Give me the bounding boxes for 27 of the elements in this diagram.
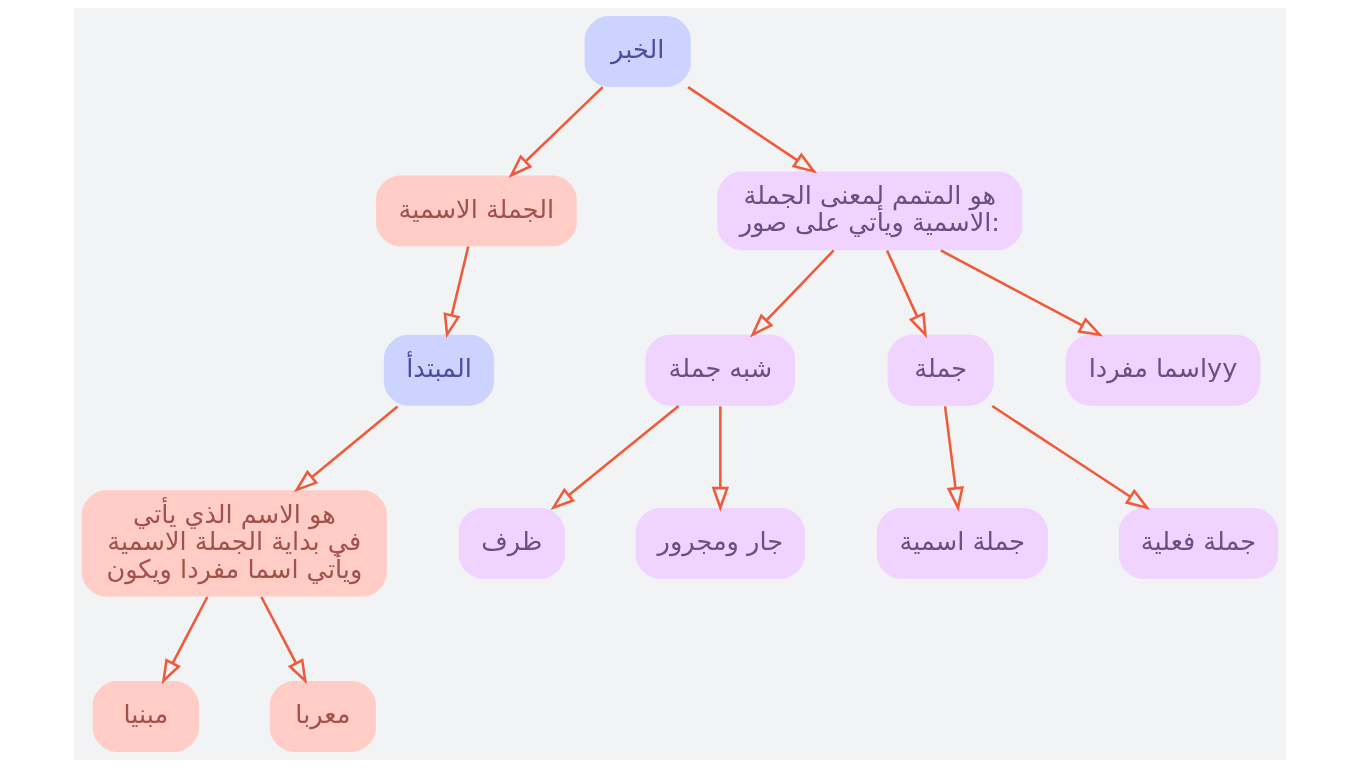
arrow	[687, 86, 818, 174]
arrow	[161, 596, 209, 685]
arrow	[550, 405, 680, 511]
arrow	[443, 246, 470, 339]
arrow	[508, 86, 604, 178]
arrow	[260, 596, 307, 685]
node-box: الخبر	[584, 16, 691, 87]
arrow	[943, 406, 964, 512]
node-box: اسما مفرداyy	[1065, 334, 1261, 406]
arrow	[293, 405, 399, 493]
node-box: هو الاسم الذي يأتي في بداية الجملة الاسمية ويأتي اسما مفردا ويكون	[81, 490, 387, 597]
node-box: المبتدأ	[383, 334, 495, 406]
node-box: مبنيا	[92, 681, 199, 752]
arrow	[991, 404, 1151, 510]
node-box: جار ومجرور	[635, 507, 805, 579]
node-box: جملة اسمية	[876, 507, 1048, 579]
arrow	[711, 406, 730, 512]
node-box: الجملة الاسمية	[376, 175, 577, 247]
node-box: جملة فعلية	[1118, 507, 1279, 579]
node-box: شبه جملة	[645, 334, 796, 406]
node-box: ظرف	[458, 507, 565, 579]
node-box: معربا	[269, 681, 376, 752]
node-box: هو المتمم لمعنى الجملة الاسمية ويأتي على صور:	[717, 171, 1023, 251]
arrow	[749, 249, 835, 338]
arrow	[885, 249, 927, 339]
arrow	[940, 249, 1104, 337]
node-box: جملة	[887, 334, 994, 406]
